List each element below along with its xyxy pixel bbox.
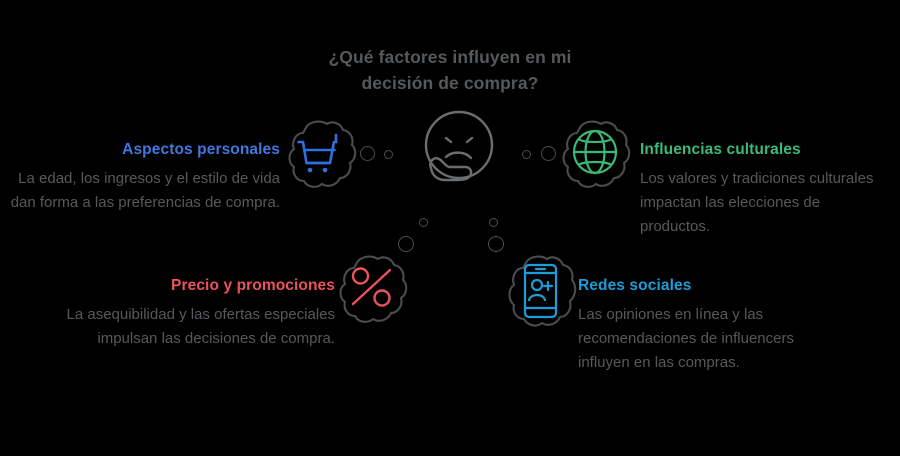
smartphone-add-person-icon <box>523 263 558 319</box>
factor-body-precio: La asequibilidad y las ofertas especiale… <box>66 306 336 347</box>
factor-heading-personal: Aspectos personales <box>122 141 280 158</box>
shopping-cart-icon <box>297 133 338 165</box>
connector-dot <box>384 150 393 159</box>
page-title-line-2: decisión de compra? <box>361 73 539 93</box>
bubble-globe[interactable] <box>557 118 633 194</box>
connector-dot <box>398 236 414 252</box>
factor-body-personal: La edad, los ingresos y el estilo de vid… <box>10 170 280 211</box>
factor-body-cultural: Los valores y tradiciones culturales imp… <box>640 170 874 235</box>
connector-dot <box>489 218 498 227</box>
factor-block-personal: Aspectos personales La edad, los ingreso… <box>10 140 280 215</box>
bubble-shopping-cart[interactable] <box>283 118 359 194</box>
factor-heading-redes: Redes sociales <box>578 277 692 294</box>
cart-wheel-right-icon <box>322 167 328 173</box>
connector-dot <box>360 146 375 161</box>
percent-icon <box>351 267 392 307</box>
page-title-line-1: ¿Qué factores influyen en mi <box>328 47 572 67</box>
bubble-social-phone[interactable] <box>503 253 579 333</box>
page-title: ¿Qué factores influyen en mi decisión de… <box>300 44 600 96</box>
factor-heading-precio: Precio y promociones <box>171 277 335 294</box>
factor-heading-cultural: Influencias culturales <box>640 141 801 158</box>
globe-icon <box>572 129 618 175</box>
factor-body-redes: Las opiniones en línea y las recomendaci… <box>578 306 794 371</box>
thinking-face-icon <box>415 107 501 199</box>
connector-dot <box>488 236 504 252</box>
factor-block-redes: Redes sociales Las opiniones en línea y … <box>578 276 828 375</box>
cart-wheel-left-icon <box>307 167 313 173</box>
factor-block-cultural: Influencias culturales Los valores y tra… <box>640 140 880 239</box>
connector-dot <box>419 218 428 227</box>
factor-block-precio: Precio y promociones La asequibilidad y … <box>30 276 336 351</box>
bubble-percent[interactable] <box>334 253 410 329</box>
connector-dot <box>541 146 556 161</box>
connector-dot <box>522 150 531 159</box>
